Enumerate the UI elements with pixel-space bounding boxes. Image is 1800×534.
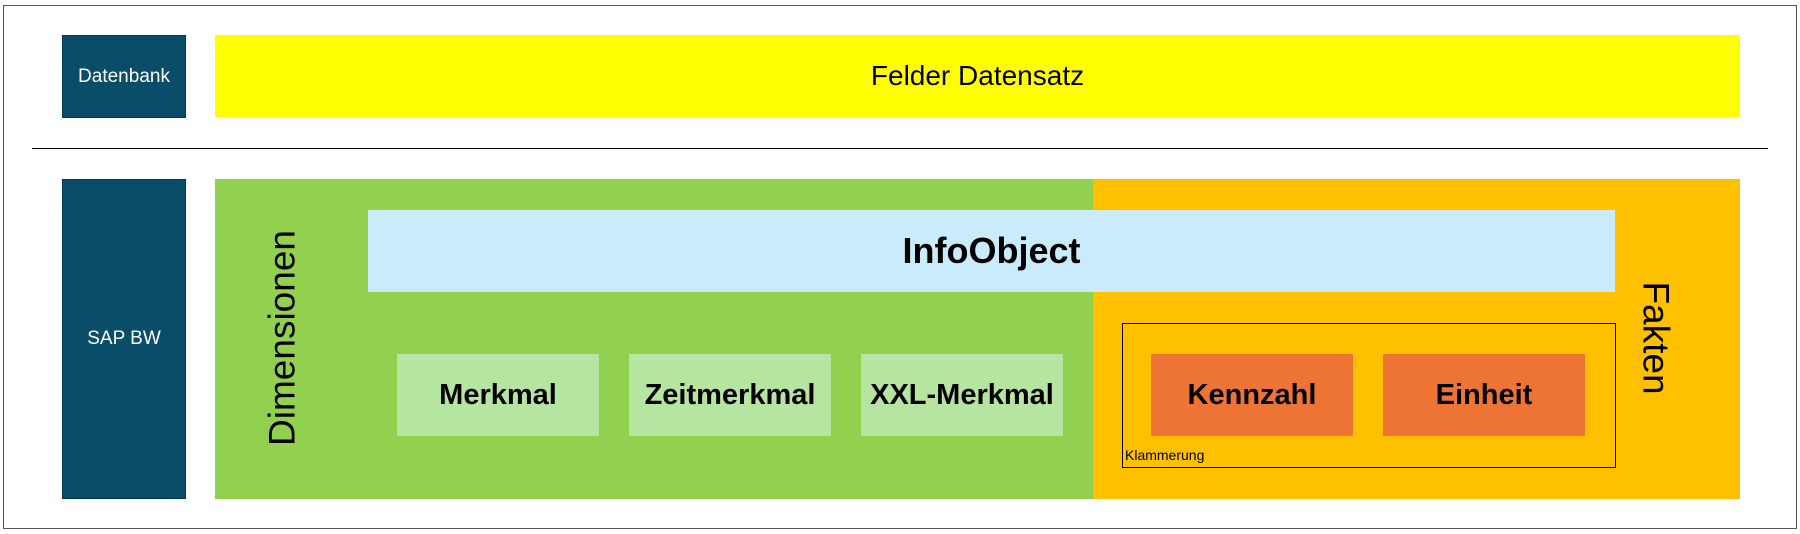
- zeitmerkmal-box: Zeitmerkmal: [629, 354, 831, 436]
- database-label: Datenbank: [62, 35, 186, 118]
- klammerung-group: [1122, 323, 1616, 468]
- merkmal-box: Merkmal: [397, 354, 599, 436]
- diagram-frame: [3, 5, 1797, 529]
- facts-label: Fakten: [1635, 281, 1677, 395]
- dimensions-label: Dimensionen: [261, 230, 303, 446]
- layer-divider: [32, 148, 1768, 149]
- klammerung-label: Klammerung: [1125, 447, 1205, 463]
- infoobject-bar: InfoObject: [368, 210, 1615, 292]
- einheit-box: Einheit: [1383, 354, 1585, 436]
- xxl-merkmal-box: XXL-Merkmal: [861, 354, 1063, 436]
- sap-bw-label: SAP BW: [62, 179, 186, 499]
- fields-datensatz-bar: Felder Datensatz: [215, 35, 1740, 117]
- kennzahl-box: Kennzahl: [1151, 354, 1353, 436]
